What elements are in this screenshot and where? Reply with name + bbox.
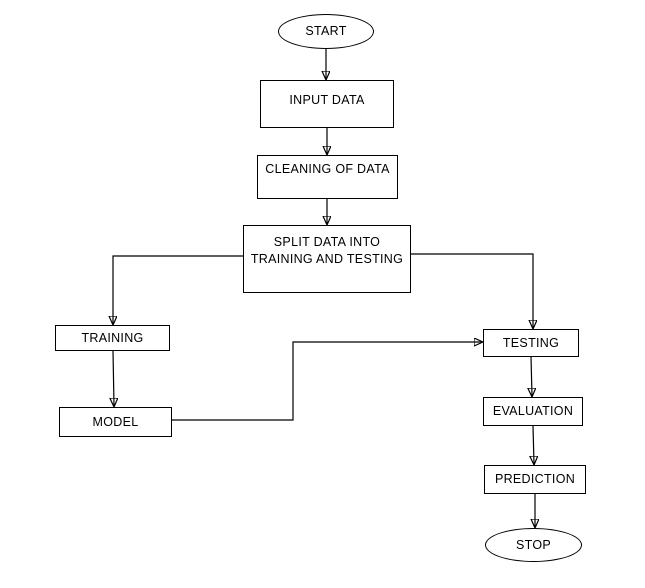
node-cleaning-of-data: CLEANING OF DATA: [257, 155, 398, 199]
edge-split-to-testing: [411, 253, 533, 328]
node-model-label: MODEL: [92, 414, 139, 429]
node-cleaning-of-data-label: CLEANING OF DATA: [265, 162, 390, 176]
node-training: TRAINING: [55, 325, 170, 351]
node-testing-label: TESTING: [502, 335, 560, 350]
node-stop: STOP: [485, 528, 582, 562]
edge-testing-to-evaluation: [531, 356, 532, 396]
node-split-data: SPLIT DATA INTO TRAINING AND TESTING: [243, 225, 411, 293]
node-prediction-label: PREDICTION: [494, 472, 576, 486]
node-evaluation: EVALUATION: [483, 397, 583, 426]
node-start-label: START: [305, 24, 347, 38]
node-evaluation-label: EVALUATION: [492, 404, 574, 418]
node-testing: TESTING: [483, 329, 579, 357]
edge-model-to-testing: [172, 342, 482, 421]
node-training-label: TRAINING: [81, 330, 144, 345]
node-model: MODEL: [59, 407, 172, 437]
node-input-data: INPUT DATA: [260, 80, 394, 128]
node-start: START: [278, 14, 374, 49]
edge-split-to-training: [113, 255, 243, 324]
node-split-data-label-line2: TRAINING AND TESTING: [250, 252, 404, 266]
node-stop-label: STOP: [515, 537, 551, 552]
edge-training-to-model: [113, 350, 114, 406]
node-prediction: PREDICTION: [484, 465, 586, 494]
node-split-data-label-line1: SPLIT DATA INTO: [273, 235, 381, 249]
edge-evaluation-to-prediction: [533, 425, 534, 464]
node-input-data-label: INPUT DATA: [289, 92, 365, 107]
